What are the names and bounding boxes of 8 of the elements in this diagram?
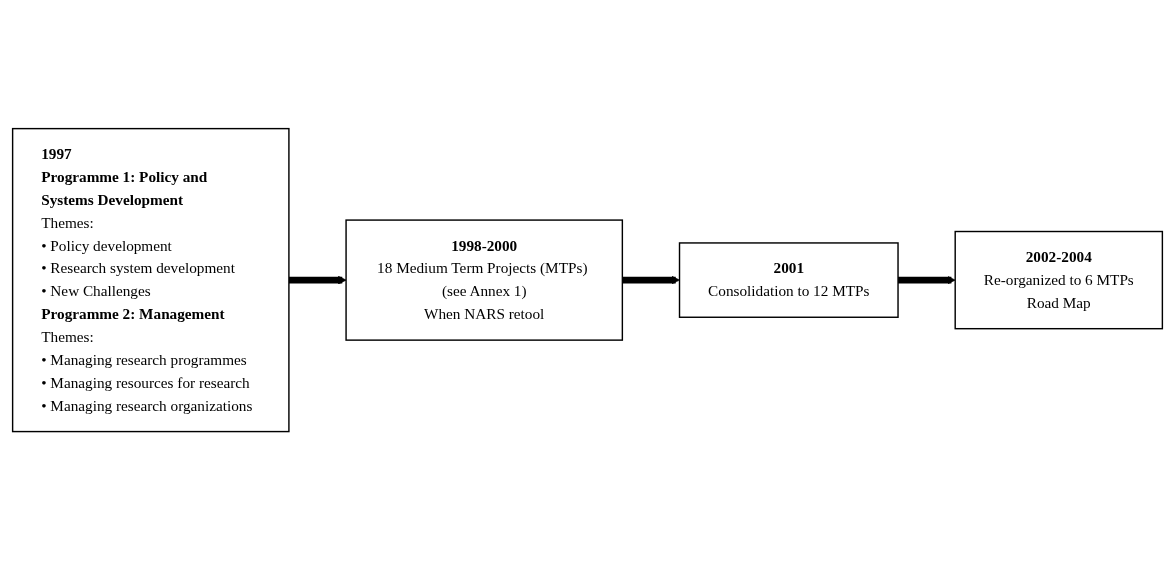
- arrow: [622, 276, 680, 285]
- node-box: [954, 231, 1164, 330]
- node-box: [11, 128, 290, 433]
- node-box: [678, 242, 899, 319]
- flowchart-drawing: 1997 Programme 1: Policy and Systems Development Themes: • Policy development • Research system development • New Challenges Programme 2: Management Themes: • Managing research programmes • Managing resources for research • Managing research organizations 1998-2000 18 Medium Term Projects (MTPs) (see Annex 1) When NARS retool 2001 Consolidation to 12 MTPs 2002-2004 Re-organized to 6 MTPs Road Map: [5, 121, 1170, 440]
- node-box: [345, 219, 624, 342]
- arrow: [898, 276, 956, 285]
- arrow: [288, 276, 347, 285]
